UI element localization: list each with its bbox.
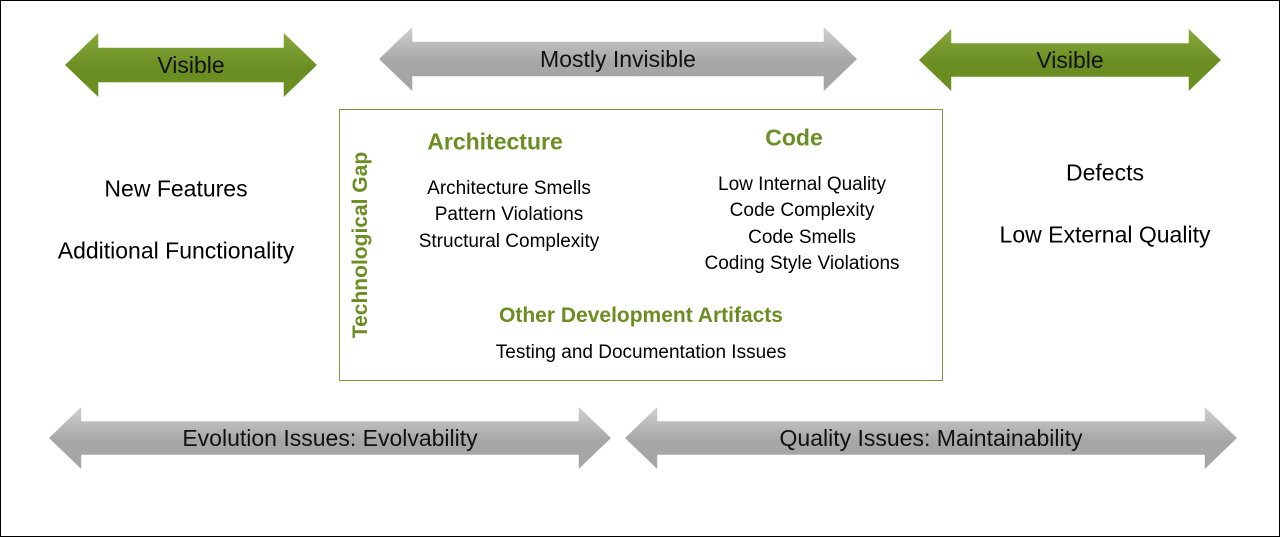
code-item: Code Smells (748, 227, 856, 248)
double-arrow-icon (49, 407, 611, 469)
arrow-label: Evolution Issues: Evolvability (182, 424, 478, 451)
double-arrow-icon (379, 27, 857, 91)
code-heading: Code (765, 124, 823, 151)
double-arrow-icon (65, 33, 317, 97)
code-item: Code Complexity (729, 200, 875, 221)
technological-gap-label: Technological Gap (349, 151, 372, 339)
arrow-label: Visible (157, 51, 225, 78)
code-item: Low Internal Quality (718, 174, 886, 195)
double-arrow-icon (919, 29, 1221, 91)
other-artifacts-heading: Other Development Artifacts (499, 304, 783, 327)
technological-gap-box (339, 109, 943, 381)
new-features-label: New Features (104, 175, 248, 202)
arrow-shape (65, 33, 317, 97)
low-external-quality-label: Low External Quality (999, 221, 1211, 248)
additional-functionality-label: Additional Functionality (57, 237, 295, 264)
arrow-label: Mostly Invisible (540, 45, 696, 72)
double-arrow-icon (625, 407, 1237, 469)
arrow-shape (625, 407, 1237, 469)
visible-arrow-left: Visible (65, 33, 317, 97)
evolution-issues-arrow: Evolution Issues: Evolvability (49, 407, 611, 469)
architecture-item: Architecture Smells (427, 178, 591, 199)
visible-arrow-right: Visible (919, 29, 1221, 91)
quality-issues-arrow: Quality Issues: Maintainability (625, 407, 1237, 469)
architecture-heading: Architecture (427, 128, 563, 155)
arrow-shape (49, 407, 611, 469)
arrow-label: Visible (1036, 46, 1104, 73)
mostly-invisible-arrow: Mostly Invisible (379, 27, 857, 91)
architecture-item: Structural Complexity (418, 231, 600, 252)
arrow-shape (919, 29, 1221, 91)
other-artifacts-item: Testing and Documentation Issues (495, 342, 787, 363)
code-item: Coding Style Violations (704, 253, 900, 274)
architecture-item: Pattern Violations (434, 204, 584, 225)
arrow-label: Quality Issues: Maintainability (779, 424, 1083, 451)
defects-label: Defects (1066, 159, 1144, 186)
arrow-shape (379, 27, 857, 91)
